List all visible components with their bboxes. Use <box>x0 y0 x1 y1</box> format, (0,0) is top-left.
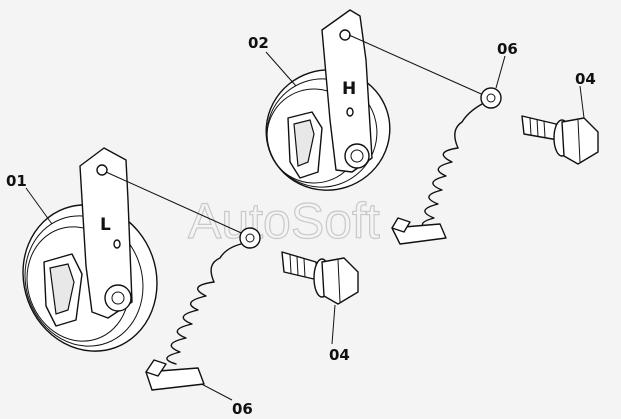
bolt-upper <box>521 115 599 165</box>
callout-horn-high: 02 <box>248 34 269 52</box>
callout-harness-upper: 06 <box>497 40 518 58</box>
callout-horn-low: 01 <box>6 172 27 190</box>
callout-harness-lower: 06 <box>232 400 253 418</box>
harness-upper <box>391 87 502 245</box>
bolt-lower <box>281 251 359 305</box>
horn-low-stamp: L <box>100 215 111 235</box>
horn-high: H <box>265 9 391 191</box>
horn-low: L <box>22 147 158 352</box>
watermark: AutoSoft <box>188 193 380 249</box>
callout-bolt-lower: 04 <box>329 346 350 364</box>
horn-high-stamp: H <box>342 79 356 99</box>
harness-lower <box>145 227 261 391</box>
callout-bolt-upper: 04 <box>575 70 596 88</box>
leader-lines <box>25 34 585 401</box>
